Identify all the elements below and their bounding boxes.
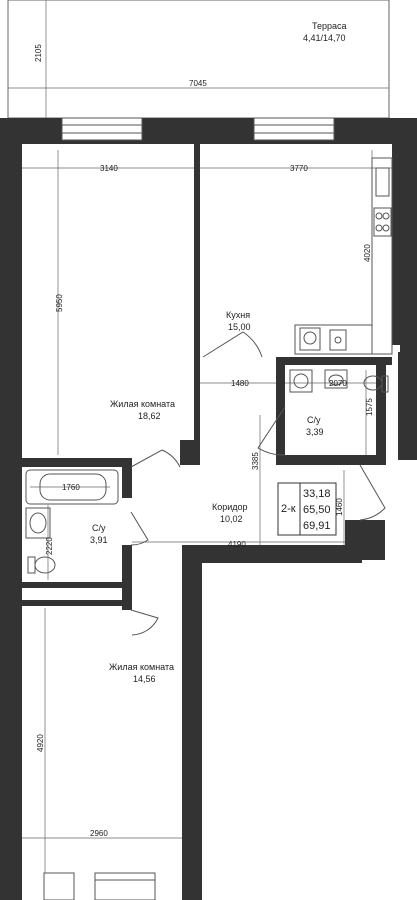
kitchen-counter (294, 157, 393, 355)
toilet-icon (363, 375, 389, 393)
corridor-name: Коридор (212, 502, 248, 512)
door-swing-icon (130, 331, 386, 636)
terrace-area: 4,41/14,70 (303, 33, 346, 43)
interior-walls (22, 144, 417, 610)
dim-living2-depth: 4920 (36, 734, 45, 752)
stove-icon (373, 207, 392, 237)
dim-corridor-width: 4190 (228, 540, 246, 549)
bath2-area: 3,39 (306, 427, 324, 437)
dim-bath1-depth: 2220 (45, 537, 54, 555)
unit-type: 2-к (281, 503, 296, 515)
living2-name: Жилая комната (109, 662, 174, 672)
unit-summary: 2-к 33,18 65,50 69,91 (277, 482, 337, 536)
bath1-area: 3,91 (90, 535, 108, 545)
living1-area: 18,62 (138, 411, 161, 421)
bath2-name: С/у (307, 415, 321, 425)
washing-machine-icon (289, 369, 313, 393)
dim-hall-width: 1480 (231, 379, 249, 388)
dim-terrace-depth: 2105 (34, 44, 43, 62)
total-area-with-terrace: 69,91 (303, 520, 331, 532)
dim-kitchen-depth: 4020 (363, 244, 372, 262)
toilet-icon (27, 556, 56, 574)
living1-name: Жилая комната (110, 399, 175, 409)
dim-bath1-tub: 1760 (62, 483, 80, 492)
terrace (7, 0, 390, 119)
sink-icon (25, 507, 51, 539)
dim-bath2-depth: 1575 (365, 398, 374, 416)
living-area-total: 33,18 (303, 488, 331, 500)
dim-entry: 1460 (335, 498, 344, 516)
sink-icon (324, 369, 348, 389)
dim-bath2-width: 2070 (329, 379, 347, 388)
bath1-name: С/у (92, 523, 106, 533)
dim-corridor-depth: 3385 (251, 452, 260, 470)
dim-terrace-width: 7045 (189, 79, 207, 88)
dim-kitchen-width: 3770 (290, 164, 308, 173)
living2-area: 14,56 (133, 674, 156, 684)
rooms-interior (22, 144, 392, 873)
bathtub-icon (25, 469, 119, 505)
dim-living1-width: 3140 (100, 164, 118, 173)
kitchen-area: 15,00 (228, 322, 251, 332)
terrace-name: Терраса (312, 21, 347, 31)
dim-living2-width: 2960 (90, 829, 108, 838)
washing-machine-icon (299, 327, 321, 351)
corridor-area: 10,02 (220, 514, 243, 524)
kitchen-name: Кухня (226, 310, 250, 320)
window-icon (43, 117, 335, 900)
dim-living1-depth: 5950 (55, 294, 64, 312)
sink-icon (329, 329, 347, 351)
exterior-walls (0, 118, 417, 900)
total-area: 65,50 (303, 504, 331, 516)
